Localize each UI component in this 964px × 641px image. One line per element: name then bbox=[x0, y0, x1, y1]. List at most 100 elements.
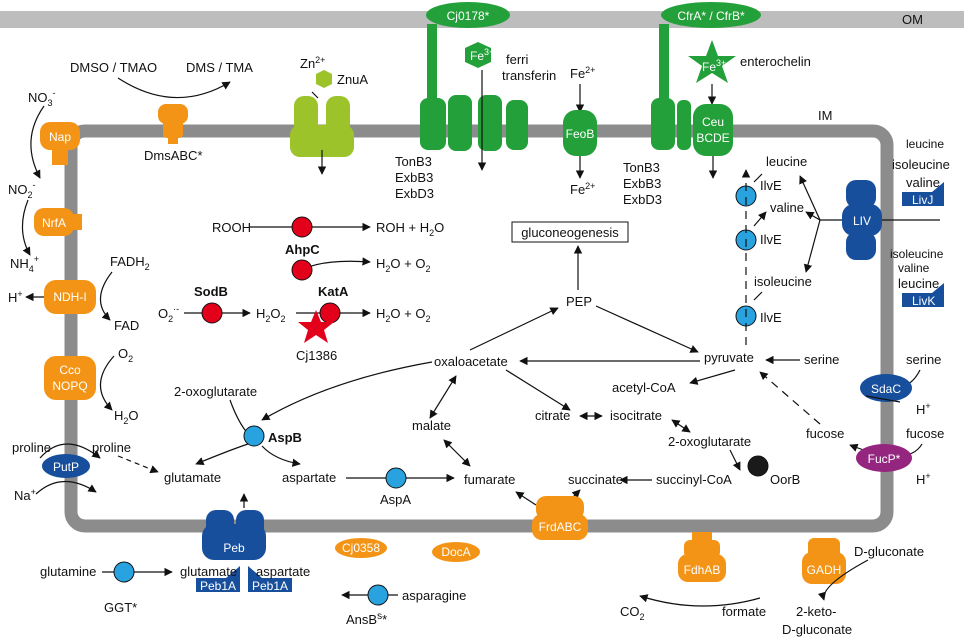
d-gluconate-label: D-gluconate bbox=[854, 544, 924, 559]
livj-list-3: valine bbox=[906, 175, 940, 190]
nap-complex bbox=[40, 122, 80, 150]
glutamate-label: glutamate bbox=[164, 470, 221, 485]
cj1386-label: Cj1386 bbox=[296, 348, 337, 363]
aspa-label: AspA bbox=[380, 492, 411, 507]
livj-list-2: isoleucine bbox=[892, 157, 950, 172]
ndh-label: NDH-I bbox=[53, 290, 86, 304]
acetyl-coa-label: acetyl-CoA bbox=[612, 380, 676, 395]
gadh-label: GADH bbox=[807, 563, 842, 577]
cj0178-transporter: Cj0178* bbox=[420, 2, 528, 151]
fadh2-label: FADH2 bbox=[110, 254, 150, 272]
fucp-label: FucP* bbox=[868, 452, 901, 466]
dmsabc-label: DmsABC* bbox=[144, 148, 203, 163]
aspa-enzyme bbox=[385, 467, 407, 489]
no2-label: NO2- bbox=[8, 180, 36, 200]
im-label: IM bbox=[818, 108, 832, 123]
h-ndh-label: H+ bbox=[8, 289, 23, 305]
om-label: OM bbox=[902, 12, 923, 27]
h2o-o2-b-label: H2O + O2 bbox=[376, 306, 430, 324]
fe3-hexagon bbox=[465, 42, 491, 68]
peb1a-left-protein bbox=[196, 566, 240, 592]
ahpc-second-enzyme bbox=[291, 259, 313, 281]
cj0178-label: Cj0178* bbox=[447, 9, 490, 23]
fe3-label: Fe3+ bbox=[470, 47, 494, 63]
sdac-transporter bbox=[860, 374, 912, 402]
keto-label-1: 2-keto- bbox=[796, 604, 836, 619]
ahpc-label: AhpC bbox=[285, 242, 320, 257]
fumarate-label: fumarate bbox=[464, 472, 515, 487]
ahpc-enzyme bbox=[291, 216, 313, 238]
ggt-enzyme bbox=[113, 561, 135, 583]
ndh-complex bbox=[44, 280, 96, 314]
znua-label: ZnuA bbox=[337, 72, 368, 87]
cco-label-1: Cco bbox=[59, 363, 81, 377]
sodb-label: SodB bbox=[194, 284, 228, 299]
fucose-in-label: fucose bbox=[806, 426, 844, 441]
fe3-ent-label: Fe3+ bbox=[702, 58, 726, 74]
znua-transporter bbox=[290, 96, 354, 157]
tonb-a-3: ExbD3 bbox=[395, 186, 434, 201]
succinyl-coa-label: succinyl-CoA bbox=[656, 472, 732, 487]
pep-label: PEP bbox=[566, 294, 592, 309]
tonb-b-3: ExbD3 bbox=[623, 192, 662, 207]
dmso-label: DMSO / TMAO bbox=[70, 60, 157, 75]
ceu-transporter bbox=[693, 104, 733, 156]
ceu-label-2: BCDE bbox=[696, 131, 729, 145]
frdabc-complex bbox=[532, 496, 588, 540]
gluconeogenesis-box bbox=[511, 221, 629, 243]
h2o-left-label: H2O bbox=[114, 408, 139, 426]
liv-label: LIV bbox=[853, 214, 871, 228]
peb-label: Peb bbox=[223, 541, 245, 555]
proline-in-label: proline bbox=[92, 440, 131, 455]
rooh-label: ROOH bbox=[212, 220, 251, 235]
serine-out-label: serine bbox=[906, 352, 941, 367]
transferin-label: transferin bbox=[502, 68, 556, 83]
fdhab-complex bbox=[678, 532, 726, 582]
glutamate-bottom-label: glutamate bbox=[180, 564, 237, 579]
cfr-label: CfrA* / CfrB* bbox=[677, 9, 745, 23]
kata-enzyme bbox=[319, 302, 341, 324]
frdabc-label: FrdABC bbox=[539, 520, 582, 534]
cj0358-label: Cj0358 bbox=[342, 541, 380, 555]
sdac-label: SdaC bbox=[871, 382, 901, 396]
oorb-enzyme bbox=[747, 455, 769, 477]
doca-label: DocA bbox=[441, 545, 470, 559]
nh4-label: NH4+ bbox=[10, 254, 39, 274]
enterochelin-star bbox=[688, 40, 736, 83]
gluconeogenesis-label: gluconeogenesis bbox=[521, 225, 619, 240]
gadh-complex bbox=[802, 538, 846, 584]
feob-label: FeoB bbox=[566, 127, 595, 141]
aspb-enzyme bbox=[243, 425, 265, 447]
isoleucine-label: isoleucine bbox=[754, 274, 812, 289]
cj0358-protein bbox=[335, 538, 387, 558]
aspb-label: AspB bbox=[268, 430, 302, 445]
peb1a-right-label: Peb1A bbox=[252, 579, 288, 593]
putp-transporter bbox=[42, 454, 90, 478]
livk-list-3: leucine bbox=[898, 276, 939, 291]
tonb-a-1: TonB3 bbox=[395, 154, 432, 169]
sodb-enzyme bbox=[201, 302, 223, 324]
dmsabc-complex bbox=[158, 104, 188, 144]
ilve-label-2: IlvE bbox=[760, 232, 782, 247]
livk-list-2: valine bbox=[898, 261, 930, 275]
oxaloacetate-label: oxaloacetate bbox=[434, 354, 508, 369]
co2-label: CO2 bbox=[620, 604, 645, 622]
cco-label-2: NOPQ bbox=[52, 379, 87, 393]
aspartate-bottom-label: aspartate bbox=[256, 564, 310, 579]
ansb-label: AnsBs* bbox=[346, 611, 387, 627]
ilve-label-3: IlvE bbox=[760, 310, 782, 325]
oorb-label: OorB bbox=[770, 472, 800, 487]
citrate-label: citrate bbox=[535, 408, 570, 423]
peb1a-left-label: Peb1A bbox=[200, 579, 236, 593]
malate-label: malate bbox=[412, 418, 451, 433]
nrfa-label: NrfA bbox=[42, 216, 66, 230]
nap-label: Nap bbox=[49, 130, 71, 144]
tonb-b-1: TonB3 bbox=[623, 160, 660, 175]
dms-label: DMS / TMA bbox=[186, 60, 253, 75]
h2o-o2-a-label: H2O + O2 bbox=[376, 256, 430, 274]
cfr-transporter: CfrA* / CfrB* bbox=[651, 2, 761, 150]
tonb-a-2: ExbB3 bbox=[395, 170, 433, 185]
zn-hexagon bbox=[316, 70, 332, 88]
liv-transporter bbox=[842, 180, 882, 260]
livj-protein bbox=[902, 182, 944, 206]
